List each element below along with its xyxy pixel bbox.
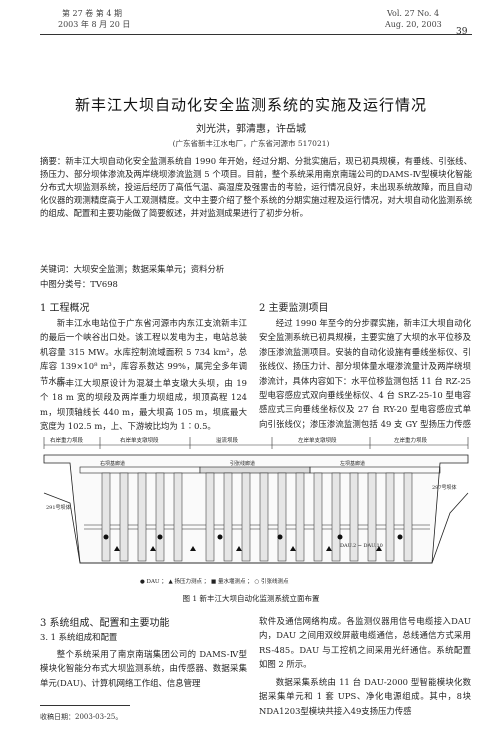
label-elev-right: 297号坝体 xyxy=(432,484,457,491)
keywords: 关键词：大坝安全监测；数据采集单元；资料分析 xyxy=(40,264,225,274)
uplift-pressure-markers xyxy=(114,546,382,551)
header-rule xyxy=(40,34,472,35)
section-3-1-title: 3. 1 系统组成和配置 xyxy=(40,632,118,642)
section-1-paragraph-2: 新丰江大坝原设计为混凝土单支墩大头坝，由 19 个 18 m 宽的坝段及两岸重力… xyxy=(40,378,247,432)
paper-title: 新丰江大坝自动化安全监测系统的实施及运行情况 xyxy=(74,96,427,114)
label-right-gravity: 右岸重力坝段 xyxy=(50,436,84,444)
label-gallery-right: 右坝基廊道 xyxy=(100,460,125,467)
section-3-1-paragraph-1: 整个系统采用了南京南瑞集团公司的 DAMS-Ⅳ型模块化智能分布式大坝监测系统，由… xyxy=(40,649,247,688)
segment-label-bar xyxy=(43,437,469,449)
label-left-buttress: 左岸单支墩坝段 xyxy=(298,436,337,444)
label-gallery-wire: 引张线廊道 xyxy=(230,460,255,467)
section-3-1-paragraph-3: 数据采集系统由 11 台 DAU-2000 型智能模块化数据采集单元和 1 套 … xyxy=(259,677,471,716)
section-2-paragraph-1: 经过 1990 年至今的分步骤实施，新丰江大坝自动化安全监测系统已初具规模，主要… xyxy=(259,318,471,443)
footnote-rule xyxy=(40,705,130,706)
label-right-buttress: 右岸单支墩坝段 xyxy=(120,436,159,444)
page-number: 39 xyxy=(456,27,468,37)
authors: 刘光洪，郭清惠，许岳城 xyxy=(196,124,306,135)
received-date: 收稿日期：2003-03-25。 xyxy=(40,713,123,721)
classification-number: 中图分类号：TV698 xyxy=(40,279,118,289)
section-2-title: 2 主要监测项目 xyxy=(259,303,329,314)
journal-date-en: Aug. 20, 2003 xyxy=(385,20,442,29)
label-dau-range: DAU.2 ~ DAU.10 xyxy=(340,543,383,549)
dam-elevation-diagram: 右岸重力坝段 右岸单支墩坝段 溢流坝段 左岸单支墩坝段 左岸重力坝段 右坝基廊道… xyxy=(40,433,472,591)
section-3-1-paragraph-2: 软件及通信网络构成。各监测仪器用信号电缆接入DAU 内，DAU 之间用双绞屏蔽电… xyxy=(259,616,471,670)
dau-markers xyxy=(103,534,403,540)
figure-1: 右岸重力坝段 右岸单支墩坝段 溢流坝段 左岸单支墩坝段 左岸重力坝段 右坝基廊道… xyxy=(40,433,472,591)
journal-volume-en: Vol. 27 No. 4 xyxy=(387,9,440,18)
label-gallery-left: 左坝基廊道 xyxy=(340,460,365,467)
label-elev-left: 291号坝体 xyxy=(46,504,71,511)
foundation-line xyxy=(43,492,469,564)
buttress-piers xyxy=(101,472,413,562)
journal-date: 2003 年 8 月 20 日 xyxy=(58,20,131,29)
section-1-title: 1 工程概况 xyxy=(40,303,90,314)
figure-caption: 图 1 新丰江大坝自动化监测系统立面布置 xyxy=(182,594,320,603)
journal-volume: 第 27 卷 第 4 期 xyxy=(62,9,122,18)
section-1-paragraph-1: 新丰江水电站位于广东省河源市内东江支流新丰江的最后一个峡谷出口处。该工程以发电为… xyxy=(40,318,247,386)
abstract: 摘要：新丰江大坝自动化安全监测系统自 1990 年开始，经过分期、分批实施后，现… xyxy=(40,156,472,218)
label-spillway: 溢流坝段 xyxy=(216,436,239,444)
section-3-title: 3 系统组成、配置和主要功能 xyxy=(40,618,170,629)
label-left-gravity: 左岸重力坝段 xyxy=(394,436,428,444)
affiliation: (广东省新丰江水电厂，广东省河源市 517021) xyxy=(172,139,330,148)
figure-legend: ● DAU ； ▲ 扬压力测点 ； ■ 量水堰测点 ； ○ 引张线测点 xyxy=(140,577,289,585)
